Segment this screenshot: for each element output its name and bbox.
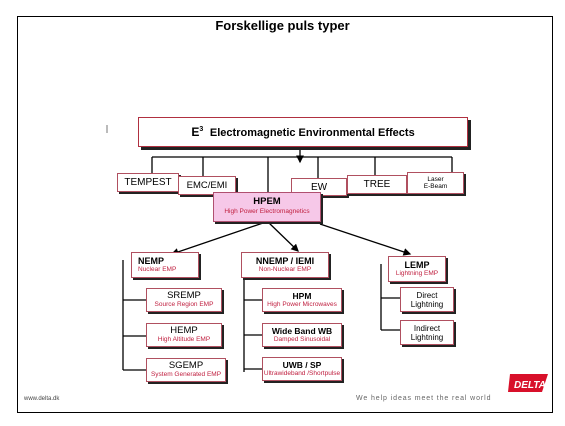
emc-emi-label: EMC/EMI [186, 180, 228, 191]
hpm-sub: High Power Microwaves [267, 301, 337, 308]
direct-lightning-label: Lightning [410, 300, 444, 309]
tempest-box: TEMPEST [117, 173, 179, 192]
lemp-label: LEMP [404, 260, 430, 270]
wideband-sub: Damped Sinusoidal [273, 336, 331, 343]
lemp-sub: Lightning EMP [395, 270, 439, 277]
ew-label: EW [310, 182, 328, 193]
hemp-box: HEMP High Altitude EMP [146, 323, 222, 347]
uwb-sub: Ultrawideband /Shortpulse [263, 370, 341, 377]
tree-label: TREE [363, 179, 391, 190]
delta-logo: DELTA [508, 374, 548, 392]
hpm-box: HPM High Power Microwaves [262, 288, 342, 312]
sremp-box: SREMP Source Region EMP [146, 288, 222, 312]
sgemp-box: SGEMP System Generated EMP [146, 358, 226, 382]
nemp-label: NEMP [138, 256, 165, 266]
sremp-label: SREMP [167, 290, 201, 301]
sgemp-sub: System Generated EMP [150, 371, 222, 378]
indirect-label: Indirect [413, 324, 441, 333]
root-label: Electromagnetic Environmental Effects [209, 127, 415, 139]
uwb-box: UWB / SP Ultrawideband /Shortpulse [262, 357, 342, 381]
root-prefix: E [191, 125, 200, 139]
hemp-label: HEMP [170, 325, 198, 336]
tempest-label: TEMPEST [124, 177, 172, 188]
wideband-label: Wide Band WB [271, 326, 333, 336]
hpm-label: HPM [292, 291, 312, 301]
nemp-sub: Nuclear EMP [138, 266, 177, 273]
hpem-sub: High Power Electromagnetics [224, 208, 310, 215]
margin-mark [106, 125, 108, 133]
footer-tagline: We help ideas meet the real world [356, 395, 492, 402]
emc-emi-box: EMC/EMI [178, 176, 236, 195]
hemp-sub: High Altitude EMP [157, 336, 211, 343]
nnemp-box: NNEMP / IEMI Non-Nuclear EMP [241, 252, 329, 278]
nnemp-label: NNEMP / IEMI [255, 256, 315, 266]
hpem-box: HPEM High Power Electromagnetics [213, 192, 321, 222]
slide-title: Forskellige puls typer [215, 18, 350, 33]
nemp-box: NEMP Nuclear EMP [131, 252, 199, 278]
lemp-box: LEMP Lightning EMP [388, 256, 446, 282]
tree-box: TREE [347, 175, 407, 194]
root-e3-box: E3 Electromagnetic Environmental Effects [138, 117, 468, 147]
footer-url: www.delta.dk [24, 396, 60, 402]
laser-label: Laser [427, 176, 444, 183]
indirect-lightning-box: Indirect Lightning [400, 320, 454, 345]
laser-ebeam-box: Laser E-Beam [407, 172, 464, 194]
sremp-sub: Source Region EMP [154, 301, 214, 308]
root-superscript: 3 [199, 126, 204, 133]
indirect-lightning-label: Lightning [410, 333, 444, 342]
logo-text: DELTA [514, 380, 546, 391]
wideband-box: Wide Band WB Damped Sinusoidal [262, 323, 342, 347]
ebeam-label: E-Beam [423, 183, 448, 190]
direct-label: Direct [416, 291, 438, 300]
direct-lightning-box: Direct Lightning [400, 287, 454, 312]
sgemp-label: SGEMP [168, 360, 204, 371]
uwb-label: UWB / SP [282, 360, 322, 370]
nnemp-sub: Non-Nuclear EMP [258, 266, 312, 273]
hpem-label: HPEM [253, 196, 281, 207]
